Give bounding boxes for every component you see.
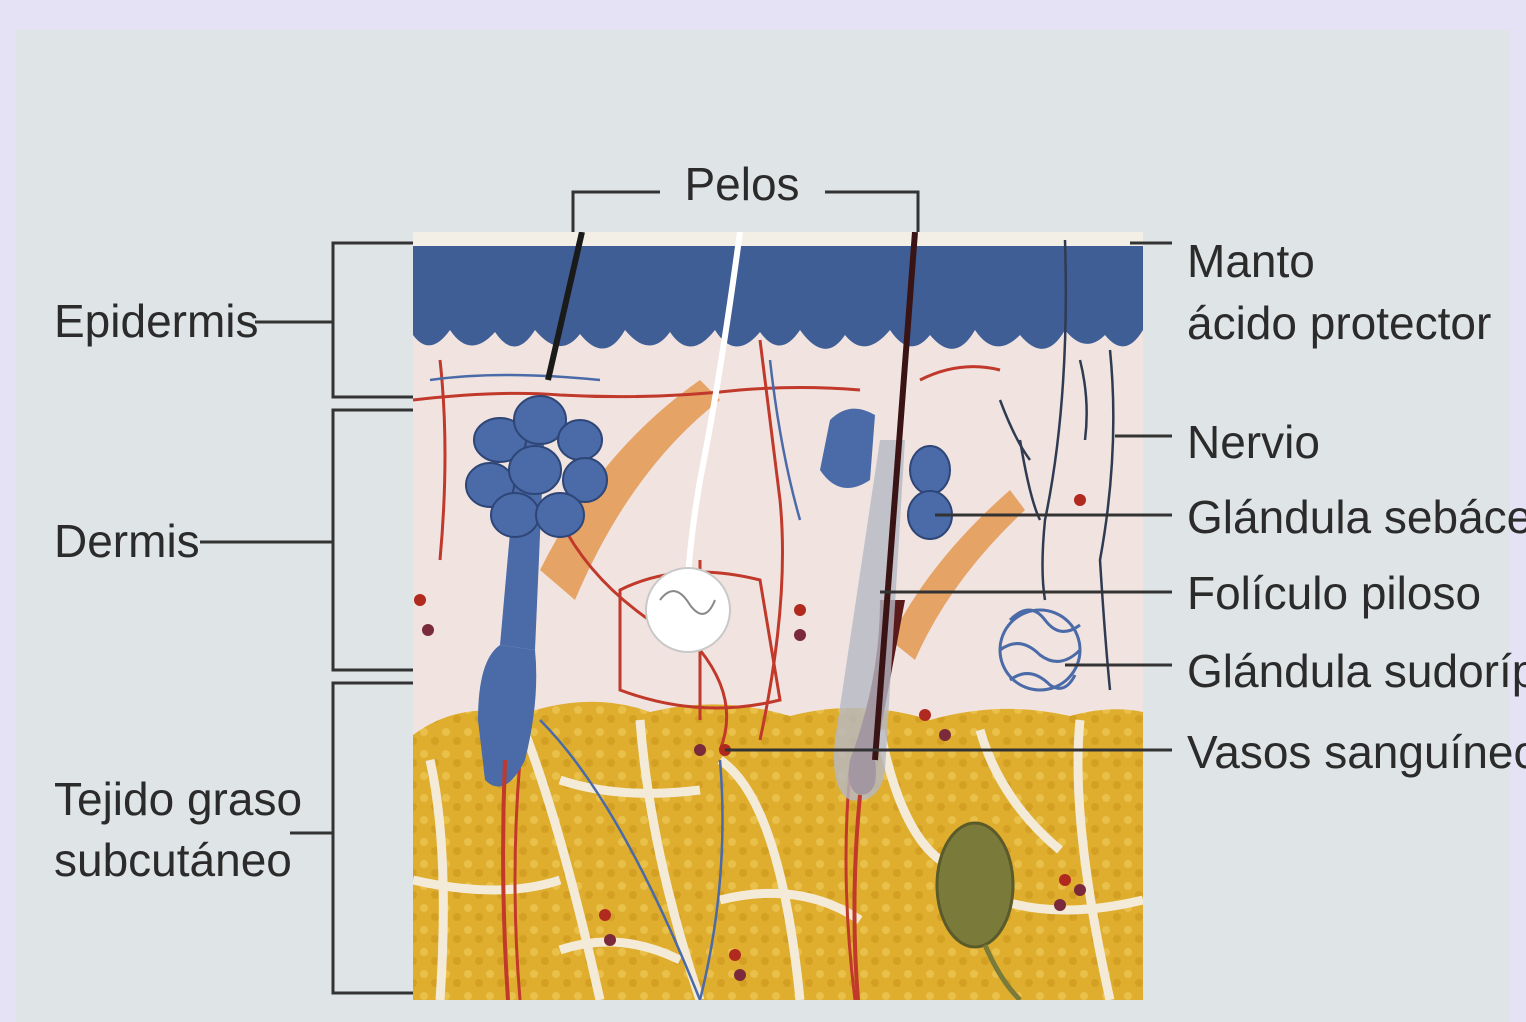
label-manto-line2: ácido protector: [1187, 297, 1491, 349]
label-nervio: Nervio: [1187, 416, 1320, 468]
epidermis-layer: [413, 244, 1143, 349]
label-pelos: Pelos: [684, 158, 799, 210]
label-dermis: Dermis: [54, 515, 200, 567]
label-manto-line1: Manto: [1187, 235, 1315, 287]
central-sweat-gland: [646, 568, 730, 652]
label-epidermis: Epidermis: [54, 295, 259, 347]
label-glandula-sudoripara: Glándula sudorípara: [1187, 645, 1526, 697]
left-shading: [0, 0, 16, 1022]
green-oval-structure: [937, 823, 1013, 947]
acid-mantle-surface: [413, 232, 1143, 246]
label-tejido-graso-line2: subcutáneo: [54, 834, 292, 886]
skin-block: [413, 232, 1143, 1000]
label-vasos-sanguineos: Vasos sanguíneos: [1187, 726, 1526, 778]
label-glandula-sebacea: Glándula sebácea: [1187, 491, 1526, 543]
label-foliculo-piloso: Folículo piloso: [1187, 567, 1481, 619]
top-shading: [0, 0, 1526, 30]
label-tejido-graso-line1: Tejido graso: [54, 773, 302, 825]
